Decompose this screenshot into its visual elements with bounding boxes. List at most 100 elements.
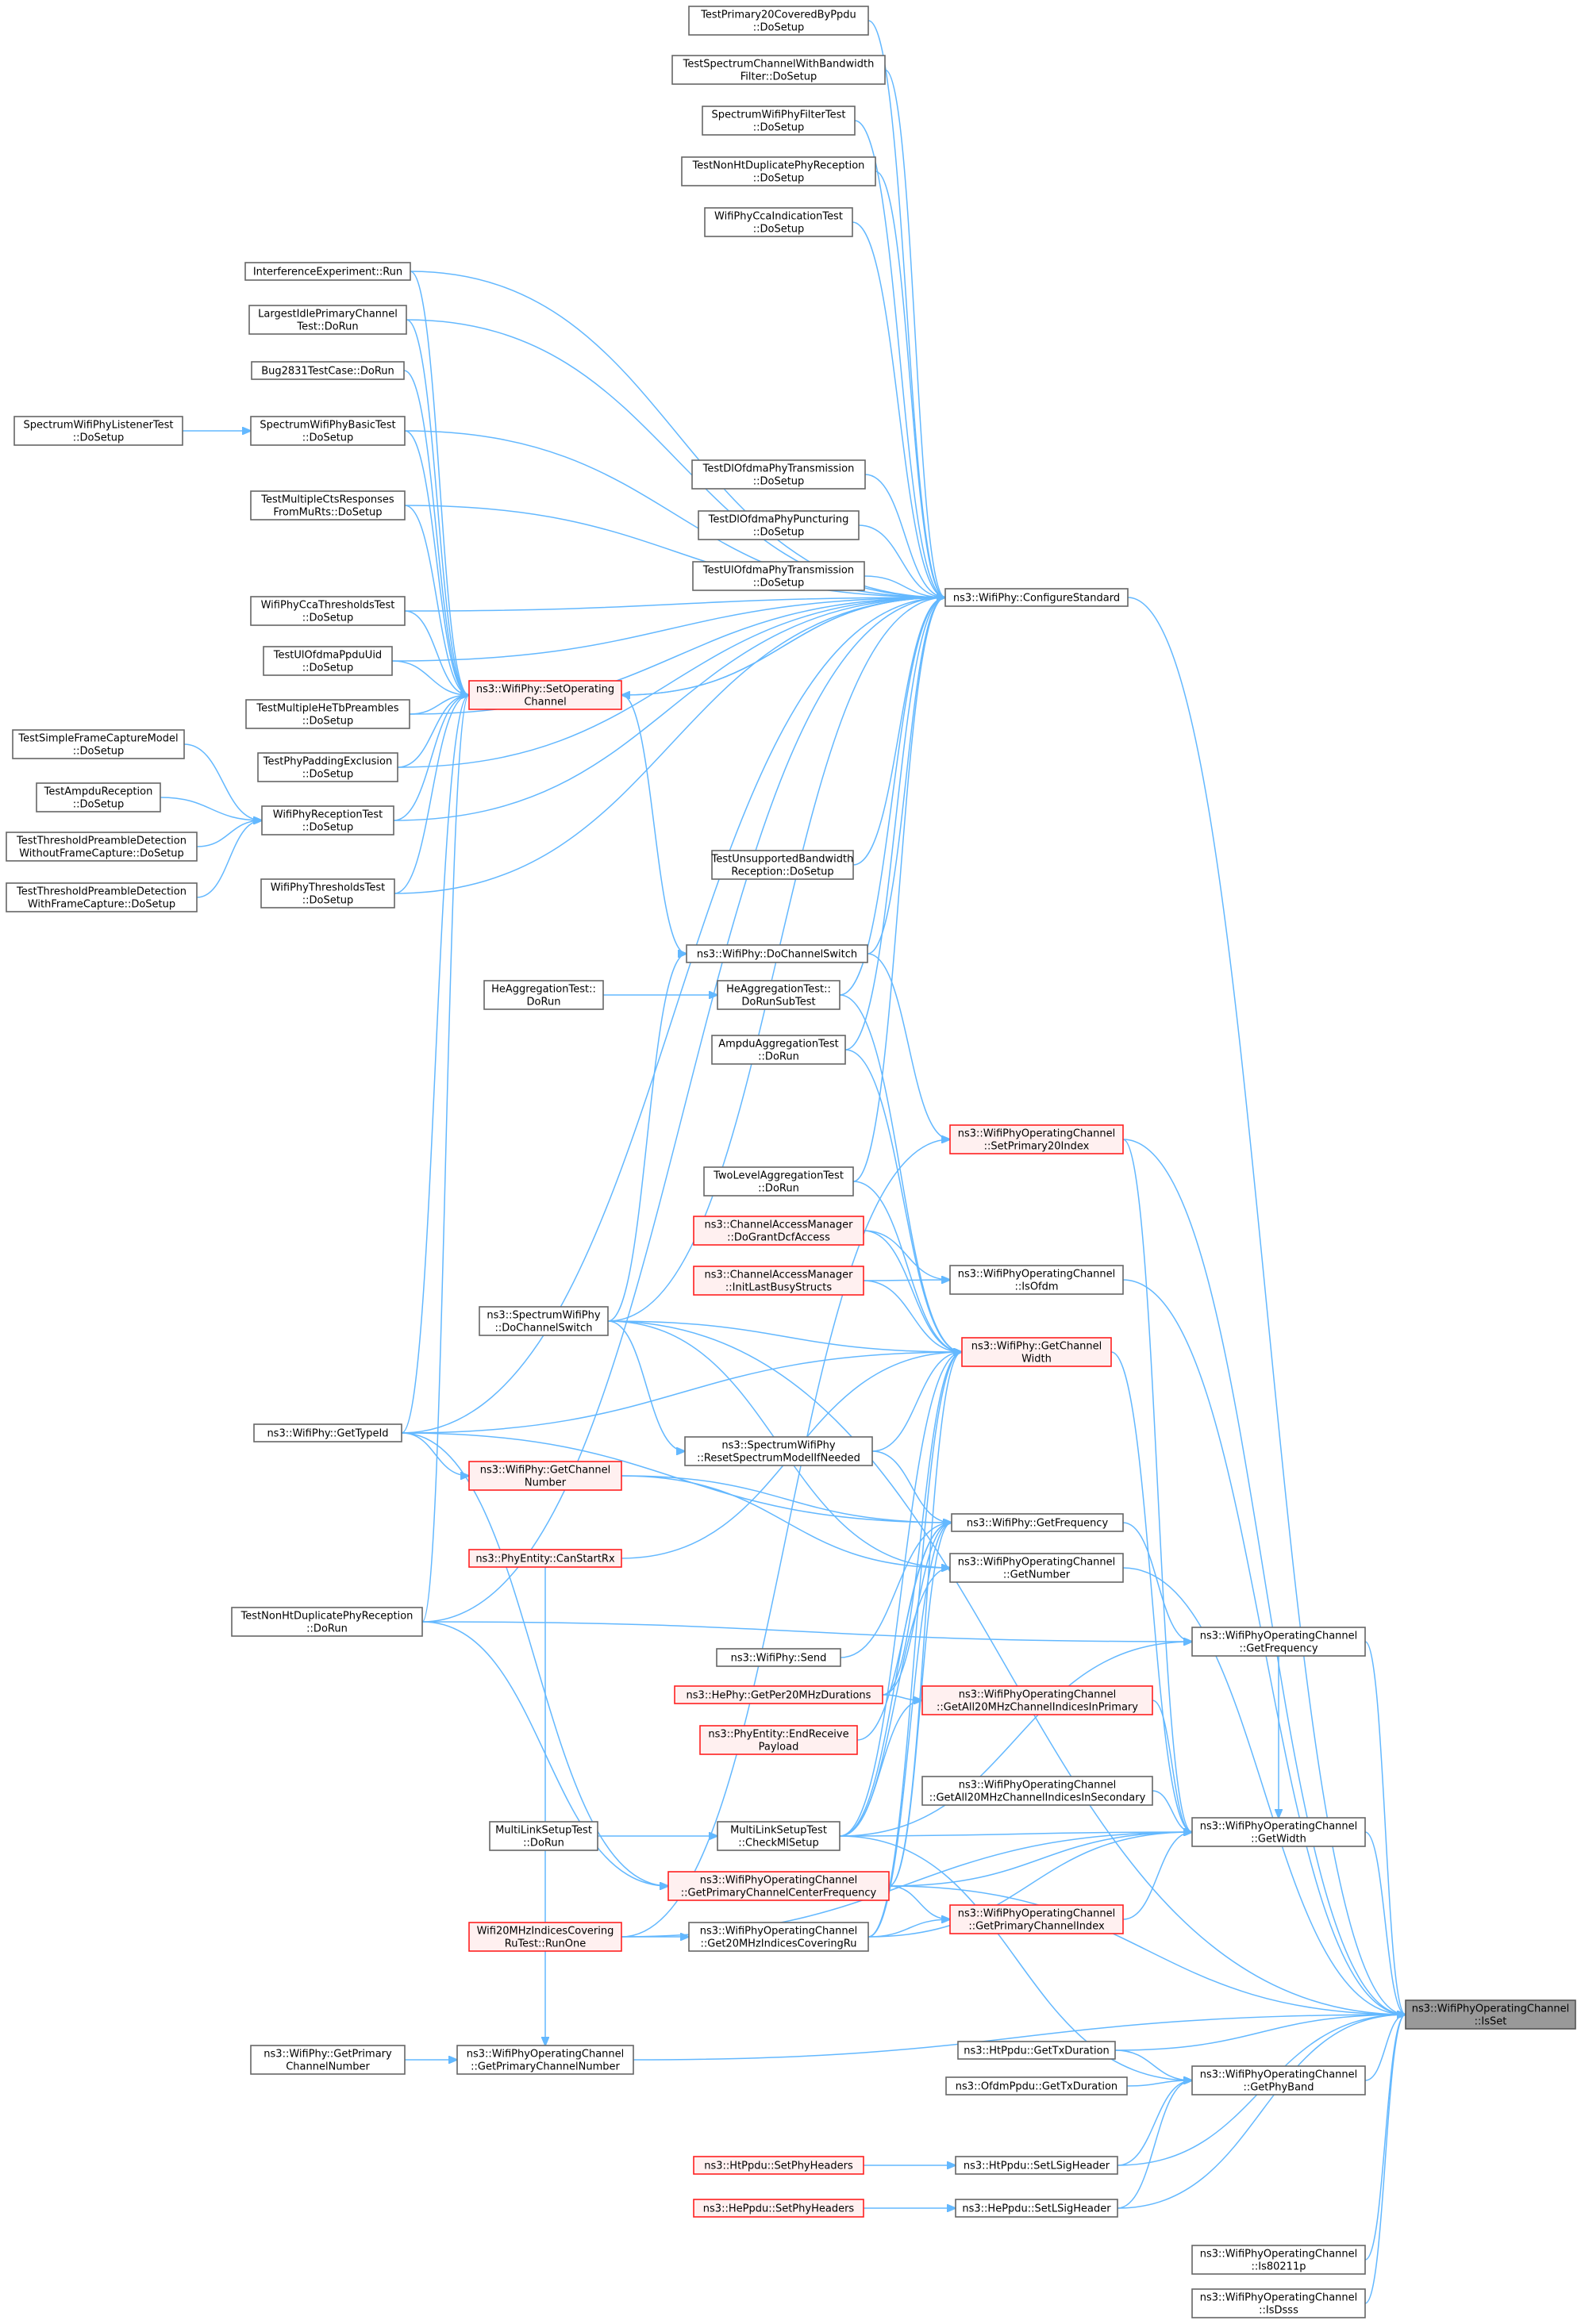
- node-box: [671, 55, 886, 85]
- node-tnhtdup[interactable]: TestNonHtDuplicatePhyReception::DoSetup: [681, 156, 876, 186]
- node-tsfcm[interactable]: TestSimpleFrameCaptureModel::DoSetup: [12, 729, 185, 759]
- edge-heper20-to-getchw: [882, 1352, 962, 1696]
- node-mlscheck[interactable]: MultiLinkSetupTest::CheckMlSetup: [717, 1821, 841, 1851]
- edge-gettypeid-to-getchw: [401, 1352, 962, 1434]
- edge-hesetl-to-getphyband: [1117, 2080, 1192, 2209]
- node-label-line: ::DoSetup: [753, 476, 805, 488]
- node-ttpdwo[interactable]: TestThresholdPreambleDetectionWithoutFra…: [6, 832, 198, 862]
- node-camgrant[interactable]: ns3::ChannelAccessManager::DoGrantDcfAcc…: [693, 1216, 864, 1246]
- edge-tdlofdmpunct-to-configstd: [858, 524, 945, 597]
- node-getfreq[interactable]: ns3::WifiPhy::GetFrequency: [951, 1513, 1124, 1532]
- node-gettypeid[interactable]: ns3::WifiPhy::GetTypeId: [253, 1423, 402, 1442]
- node-twolevel[interactable]: TwoLevelAggregationTest::DoRun: [703, 1166, 854, 1197]
- node-label-line: Filter::DoSetup: [740, 71, 817, 83]
- node-label-line: ::IsDsss: [1259, 2305, 1298, 2317]
- node-tmhetb[interactable]: TestMultipleHeTbPreambles::DoSetup: [245, 699, 410, 729]
- node-resetspec[interactable]: ns3::SpectrumWifiPhy::ResetSpectrumModel…: [684, 1436, 873, 1466]
- edge-getpccf-to-getchw: [888, 1352, 962, 1887]
- node-getpccf[interactable]: ns3::WifiPhyOperatingChannel::GetPrimary…: [667, 1871, 890, 1901]
- node-tnhtduprun[interactable]: TestNonHtDuplicatePhyReception::DoRun: [231, 1607, 423, 1637]
- node-send[interactable]: ns3::WifiPhy::Send: [716, 1648, 841, 1667]
- node-wpthr[interactable]: WifiPhyThresholdsTest::DoSetup: [260, 878, 395, 908]
- node-box: [456, 2045, 634, 2075]
- node-label-line: ns3::WifiPhyOperatingChannel: [1412, 2003, 1570, 2015]
- node-wpreception[interactable]: WifiPhyReceptionTest::DoSetup: [261, 805, 394, 835]
- edge-wpthr-to-configstd: [394, 597, 945, 894]
- node-tscbw[interactable]: TestSpectrumChannelWithBandwidthFilter::…: [671, 55, 886, 85]
- node-getphyband[interactable]: ns3::WifiPhyOperatingChannel::GetPhyBand: [1191, 2065, 1366, 2095]
- node-box: [468, 1549, 622, 1568]
- node-swpbasic[interactable]: SpectrumWifiPhyBasicTest::DoSetup: [250, 416, 406, 446]
- node-bug2831[interactable]: Bug2831TestCase::DoRun: [251, 361, 405, 380]
- node-hesetphy[interactable]: ns3::HePpdu::SetPhyHeaders: [693, 2199, 864, 2218]
- edge-tppad-to-configstd: [397, 597, 945, 768]
- node-canstart[interactable]: ns3::PhyEntity::CanStartRx: [468, 1549, 622, 1568]
- node-interf[interactable]: InterferenceExperiment::Run: [244, 262, 411, 281]
- node-get20ru[interactable]: ns3::WifiPhyOperatingChannel::Get20MHzIn…: [688, 1922, 869, 1952]
- node-label-line: LargestIdlePrimaryChannel: [258, 309, 398, 321]
- node-getnumber[interactable]: ns3::WifiPhyOperatingChannel::GetNumber: [949, 1553, 1124, 1583]
- node-ofdmgettx[interactable]: ns3::OfdmPpdu::GetTxDuration: [945, 2076, 1128, 2095]
- node-setp20[interactable]: ns3::WifiPhyOperatingChannel::SetPrimary…: [949, 1124, 1124, 1154]
- node-swpdochsw[interactable]: ns3::SpectrumWifiPhy::DoChannelSwitch: [479, 1306, 609, 1336]
- node-wpgetpcn[interactable]: ns3::WifiPhy::GetPrimaryChannelNumber: [250, 2045, 406, 2075]
- node-label-line: ::SetPrimary20Index: [984, 1141, 1090, 1153]
- node-dochsw[interactable]: ns3::WifiPhy::DoChannelSwitch: [686, 944, 868, 963]
- node-tdlofdmtx[interactable]: TestDlOfdmaPhyTransmission::DoSetup: [691, 459, 866, 490]
- node-ampduagg[interactable]: AmpduAggregationTest::DoRun: [711, 1035, 846, 1065]
- node-getall20s[interactable]: ns3::WifiPhyOperatingChannel::GetAll20MH…: [921, 1776, 1153, 1806]
- edge-resetspec-to-getchw: [871, 1352, 962, 1452]
- node-box: [691, 459, 866, 490]
- node-heaggrun[interactable]: HeAggregationTest::DoRun: [483, 980, 604, 1010]
- node-isdsss[interactable]: ns3::WifiPhyOperatingChannel::IsDsss: [1191, 2288, 1366, 2318]
- edge-ocgetfreq-to-isset: [1364, 1641, 1406, 2015]
- node-tunsupbw[interactable]: TestUnsupportedBandwidthReception::DoSet…: [711, 850, 854, 880]
- node-ocgetfreq[interactable]: ns3::WifiPhyOperatingChannel::GetFrequen…: [1191, 1627, 1366, 1657]
- node-swpft[interactable]: SpectrumWifiPhyFilterTest::DoSetup: [702, 106, 856, 136]
- node-label-line: TestAmpduReception: [44, 786, 153, 798]
- node-wpccaind[interactable]: WifiPhyCcaIndicationTest::DoSetup: [704, 207, 853, 237]
- node-heper20[interactable]: ns3::HePhy::GetPer20MHzDurations: [674, 1685, 883, 1704]
- node-tppad[interactable]: TestPhyPaddingExclusion::DoSetup: [257, 752, 398, 782]
- edge-swpft-to-configstd: [854, 120, 945, 597]
- node-ocgetpcn[interactable]: ns3::WifiPhyOperatingChannel::GetPrimary…: [456, 2045, 634, 2075]
- node-tdlofdmpunct[interactable]: TestDlOfdmaPhyPuncturing::DoSetup: [698, 510, 860, 540]
- node-isofdm[interactable]: ns3::WifiPhyOperatingChannel::IsOfdm: [949, 1265, 1124, 1295]
- node-mlsrun[interactable]: MultiLinkSetupTest::DoRun: [489, 1821, 598, 1851]
- node-getall20p[interactable]: ns3::WifiPhyOperatingChannel::GetAll20MH…: [921, 1685, 1153, 1715]
- node-heaggsub[interactable]: HeAggregationTest::DoRunSubTest: [717, 980, 841, 1010]
- node-htsetl[interactable]: ns3::HtPpdu::SetLSigHeader: [955, 2156, 1118, 2175]
- node-tulppdu[interactable]: TestUlOfdmaPpduUid::DoSetup: [263, 646, 393, 676]
- node-tulofdmtx[interactable]: TestUlOfdmaPhyTransmission::DoSetup: [692, 561, 865, 591]
- node-tp20[interactable]: TestPrimary20CoveredByPpdu::DoSetup: [688, 6, 869, 36]
- node-label-line: ::Is80211p: [1252, 2261, 1306, 2273]
- node-getpcidx[interactable]: ns3::WifiPhyOperatingChannel::GetPrimary…: [949, 1904, 1124, 1934]
- node-box: [489, 1821, 598, 1851]
- node-wpccathr[interactable]: WifiPhyCcaThresholdsTest::DoSetup: [250, 596, 406, 626]
- node-is80211p[interactable]: ns3::WifiPhyOperatingChannel::Is80211p: [1191, 2245, 1366, 2275]
- node-hesetl[interactable]: ns3::HePpdu::SetLSigHeader: [955, 2199, 1118, 2218]
- node-swplistener[interactable]: SpectrumWifiPhyListenerTest::DoSetup: [13, 416, 183, 446]
- node-configstd[interactable]: ns3::WifiPhy::ConfigureStandard: [944, 588, 1129, 607]
- node-caminit[interactable]: ns3::ChannelAccessManager::InitLastBusyS…: [693, 1266, 864, 1296]
- node-ttpdw[interactable]: TestThresholdPreambleDetectionWithFrameC…: [6, 882, 198, 912]
- node-tampdu[interactable]: TestAmpduReception::DoSetup: [36, 782, 161, 812]
- edge-wpccaind-to-configstd: [852, 221, 945, 597]
- node-label-line: SpectrumWifiPhyFilterTest: [712, 109, 846, 121]
- node-ocgetwidth[interactable]: ns3::WifiPhyOperatingChannel::GetWidth: [1191, 1817, 1366, 1847]
- node-label-line: ns3::WifiPhyOperatingChannel: [1200, 1631, 1358, 1642]
- node-label-line: TestUlOfdmaPhyTransmission: [702, 565, 854, 577]
- node-label-line: ::GetWidth: [1251, 1834, 1306, 1846]
- node-isset[interactable]: ns3::WifiPhyOperatingChannel::IsSet: [1405, 1999, 1576, 2030]
- node-htgettx[interactable]: ns3::HtPpdu::GetTxDuration: [957, 2041, 1116, 2060]
- node-htsetphy[interactable]: ns3::HtPpdu::SetPhyHeaders: [693, 2156, 864, 2175]
- edge-getfreq-to-ocgetfreq: [1122, 1522, 1192, 1642]
- node-tmcts[interactable]: TestMultipleCtsResponsesFromMuRts::DoSet…: [250, 490, 406, 520]
- node-box: [693, 2199, 864, 2218]
